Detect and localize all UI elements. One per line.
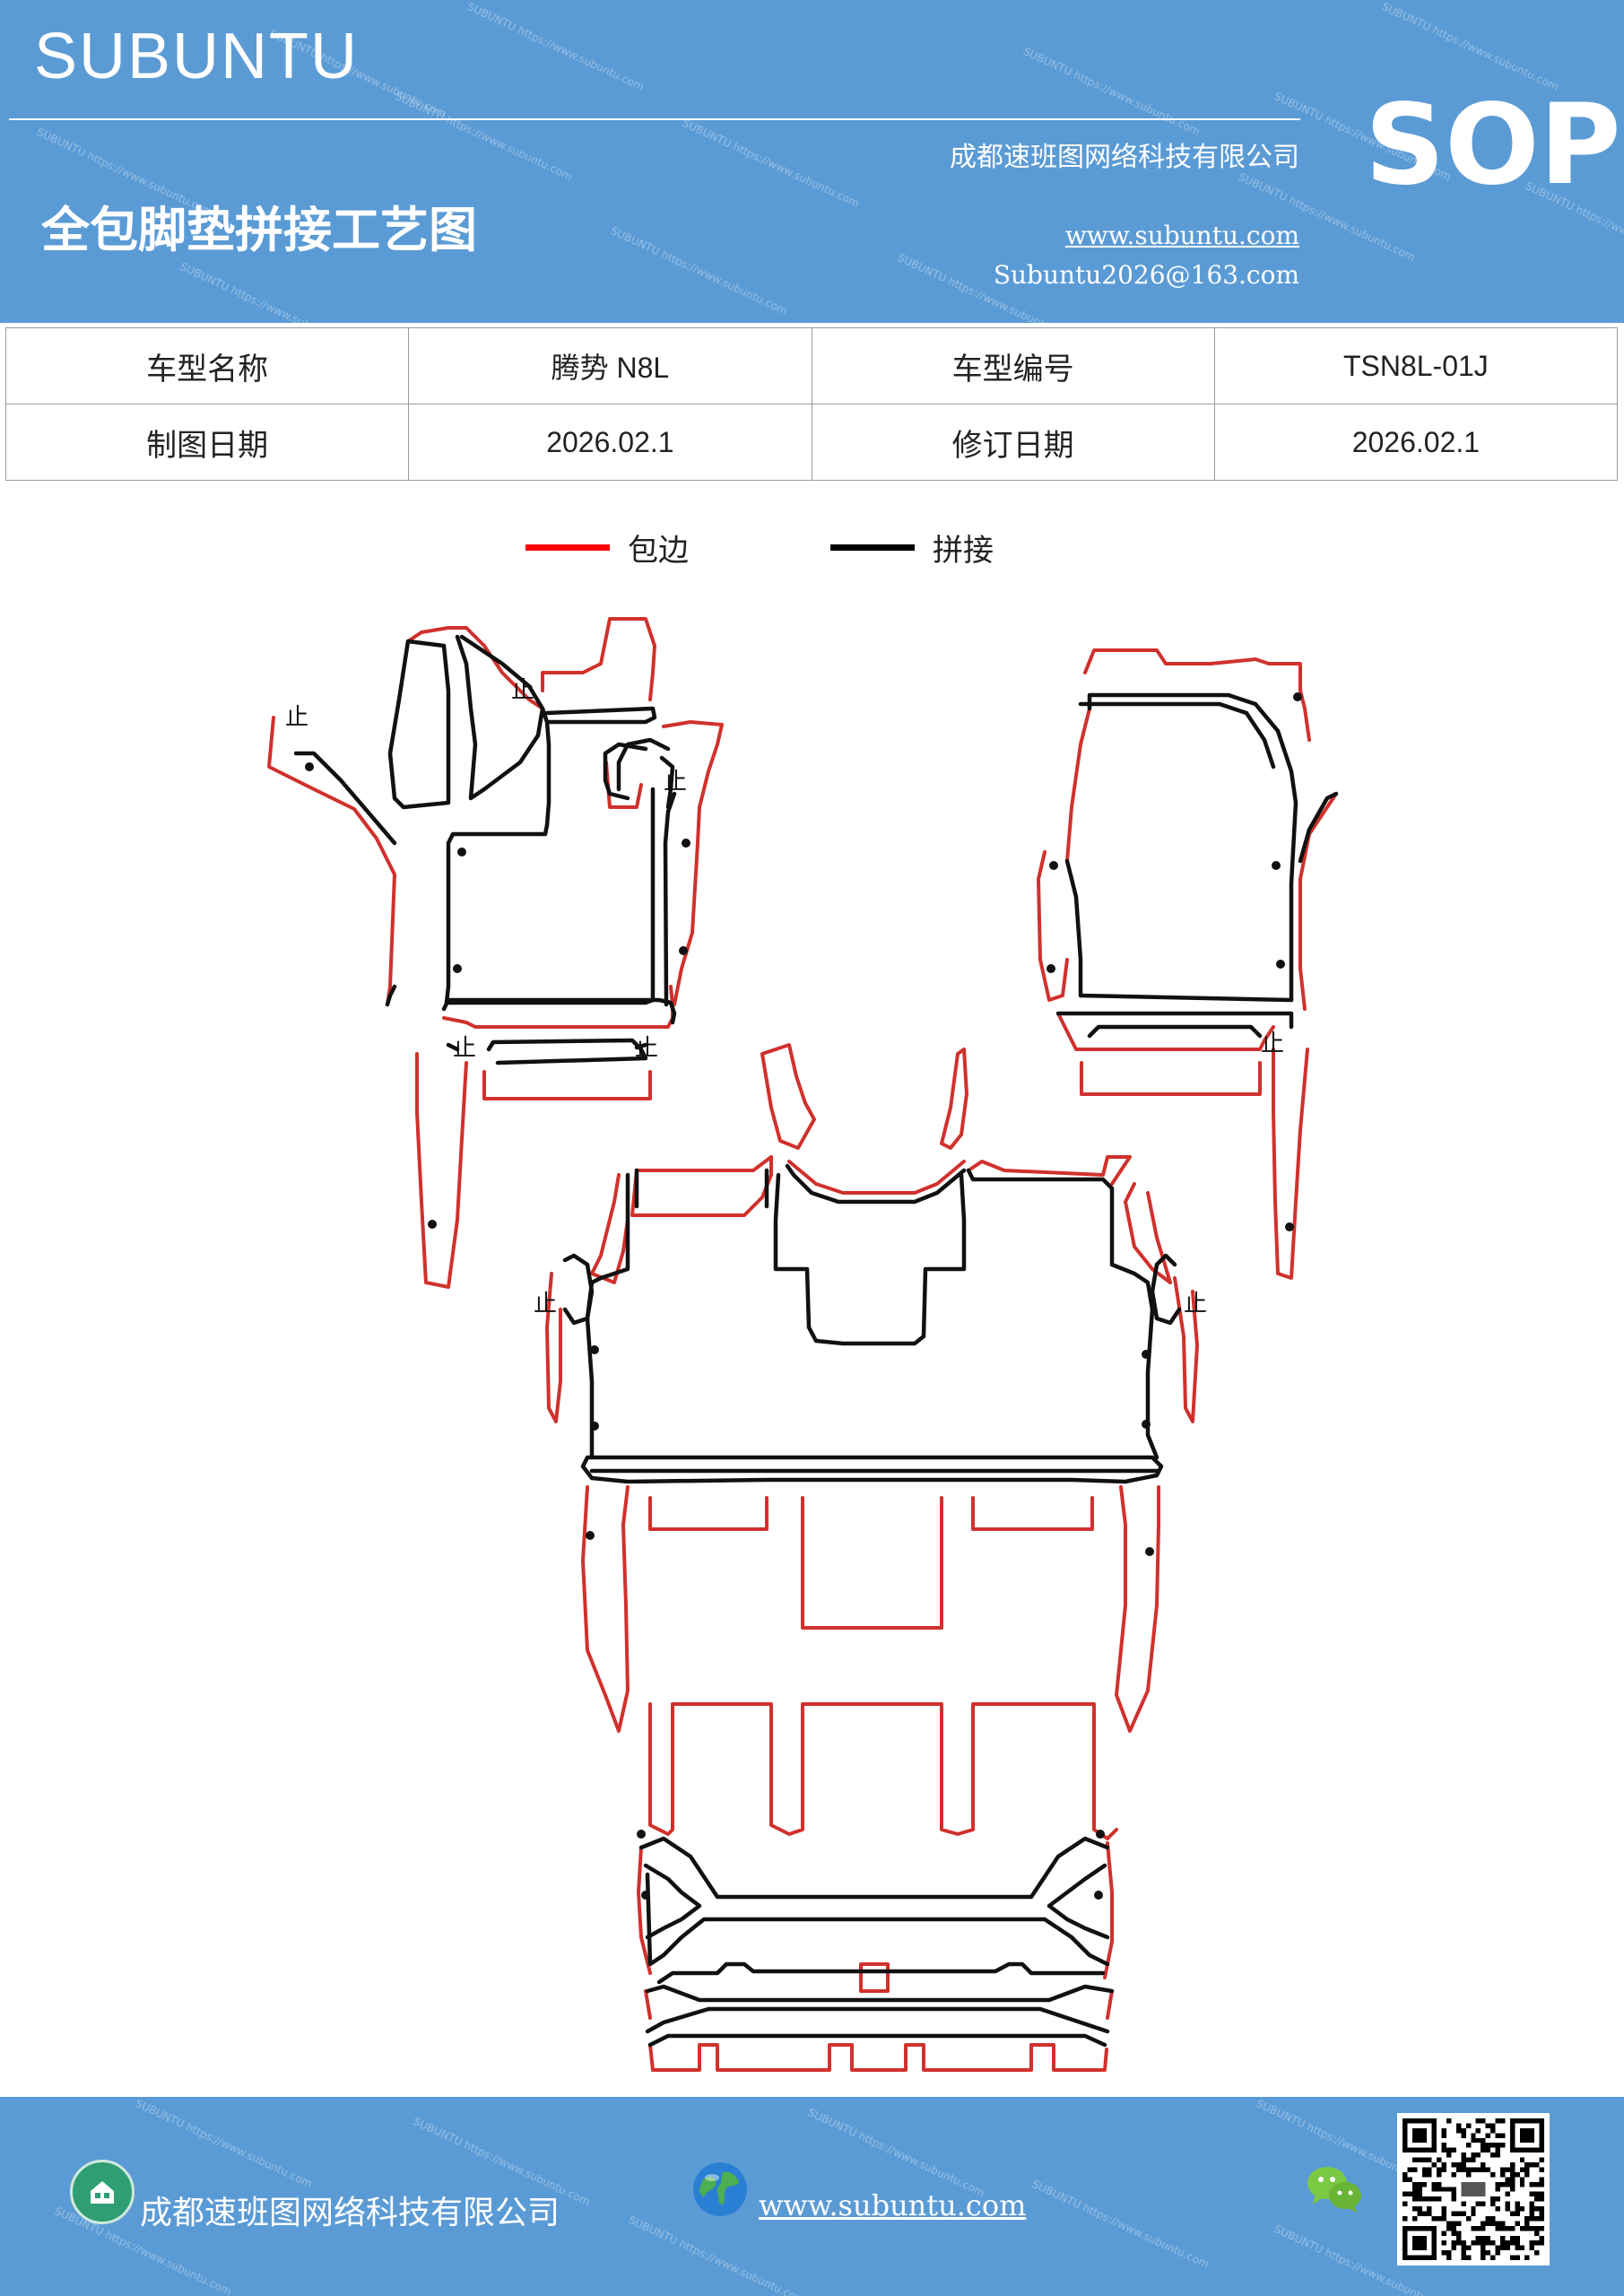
qr-code	[1397, 2113, 1550, 2266]
watermark-text: SUBUNTU https://www.subuntu.com	[681, 117, 862, 210]
brand-logo-text: SUBUNTU	[34, 21, 360, 92]
website-link[interactable]: www.subuntu.com	[1064, 221, 1299, 250]
fastener-point	[1142, 1350, 1151, 1359]
splice-seam-lines	[293, 634, 1339, 2048]
table-cell-value: 2026.02.1	[1213, 404, 1619, 481]
fastener-point	[590, 1345, 599, 1354]
document-title: 全包脚垫拼接工艺图	[41, 201, 477, 258]
company-name: 成都速班图网络科技有限公司	[950, 142, 1299, 173]
diagram-legend: 包边 拼接	[0, 520, 1624, 574]
table-row: 车型名称 腾势 N8L 车型编号 TSN8L-01J	[4, 327, 1619, 404]
fastener-point	[1096, 1830, 1105, 1839]
table-cell-label: 制图日期	[4, 404, 410, 481]
fastener-point	[1272, 861, 1281, 870]
watermark-text: SUBUNTU https://www.subuntu.com	[465, 0, 647, 93]
table-cell-label: 车型编号	[811, 327, 1215, 404]
wechat-icon[interactable]	[1304, 2161, 1365, 2217]
legend-label: 拼接	[933, 532, 994, 569]
fastener-point	[1145, 1547, 1154, 1556]
fastener-point	[1293, 692, 1302, 701]
fastener-point	[586, 1531, 595, 1540]
stop-marker: 止	[285, 704, 308, 731]
fastener-point	[1276, 960, 1285, 969]
header-banner: SUBUNTU https://www.subuntu.com SUBUNTU …	[0, 0, 1624, 323]
watermark-text: SUBUNTU https://www.subuntu.com	[609, 224, 790, 317]
edge-binding-lines	[267, 617, 1338, 2072]
stop-marker: 止	[635, 1035, 658, 1062]
vehicle-info-table: 车型名称 腾势 N8L 车型编号 TSN8L-01J 制图日期 2026.02.…	[4, 327, 1619, 481]
legend-swatch-red	[525, 544, 610, 551]
fastener-point	[1049, 861, 1058, 870]
table-cell-value: 2026.02.1	[408, 404, 812, 481]
legend-item-edge: 包边	[525, 520, 689, 574]
fastener-point	[682, 839, 690, 848]
watermark-text: SUBUNTU https://www.subuntu.com	[134, 2097, 315, 2190]
globe-icon	[693, 2162, 747, 2216]
watermark-text: SUBUNTU https://www.subuntu.com	[1030, 2178, 1211, 2271]
watermark-text: SUBUNTU https://www.subuntu.com	[178, 260, 360, 323]
fastener-point	[453, 964, 462, 973]
footer-website-link[interactable]: www.subuntu.com	[759, 2188, 1027, 2222]
watermark-text: SUBUNTU https://www.subuntu.com	[806, 2106, 987, 2199]
table-cell-label: 修订日期	[811, 404, 1215, 481]
fastener-point	[637, 1830, 646, 1839]
sop-badge: SOP	[1365, 81, 1621, 210]
footer-company-name: 成都速班图网络科技有限公司	[140, 2195, 560, 2231]
stop-marker: 止	[511, 677, 534, 704]
watermark-text: SUBUNTU https://www.subuntu.com	[394, 90, 575, 183]
contact-email[interactable]: Subuntu2026@163.com	[993, 260, 1299, 290]
fastener-point	[1094, 1891, 1103, 1900]
fastener-point	[679, 946, 688, 955]
stop-marker: 止	[664, 769, 687, 796]
fastener-point	[590, 1422, 599, 1431]
table-cell-label: 车型名称	[4, 327, 410, 404]
stop-marker: 止	[453, 1035, 476, 1062]
watermark-text: SUBUNTU https://www.subuntu.com	[1380, 0, 1561, 93]
table-row: 制图日期 2026.02.1 修订日期 2026.02.1	[4, 404, 1619, 481]
floor-mat-splice-diagram: 止 止 止 止 止 止 止 止	[267, 617, 1339, 2072]
watermark-text: SUBUNTU https://www.subuntu.com	[627, 2213, 808, 2296]
legend-item-seam: 拼接	[830, 520, 994, 574]
stop-marker: 止	[1184, 1291, 1207, 1318]
legend-swatch-black	[830, 544, 915, 551]
fastener-points	[305, 692, 1302, 1900]
fastener-point	[1046, 964, 1055, 973]
stop-markers: 止 止 止 止 止 止 止 止	[285, 677, 1284, 1318]
stop-marker: 止	[534, 1291, 557, 1318]
fastener-point	[457, 848, 466, 857]
building-icon	[70, 2160, 135, 2224]
fastener-point	[428, 1220, 437, 1229]
fastener-point	[305, 762, 314, 771]
fastener-point	[641, 1891, 650, 1900]
table-cell-value: TSN8L-01J	[1213, 327, 1619, 404]
footer-banner: SUBUNTU https://www.subuntu.com SUBUNTU …	[0, 2097, 1624, 2296]
header-divider	[9, 118, 1300, 120]
stop-marker: 止	[1261, 1031, 1284, 1057]
watermark-text: SUBUNTU https://www.subuntu.com	[1021, 45, 1203, 138]
fastener-point	[1285, 1222, 1294, 1231]
legend-label: 包边	[628, 532, 689, 569]
fastener-point	[1142, 1420, 1151, 1429]
table-cell-value: 腾势 N8L	[408, 327, 812, 404]
